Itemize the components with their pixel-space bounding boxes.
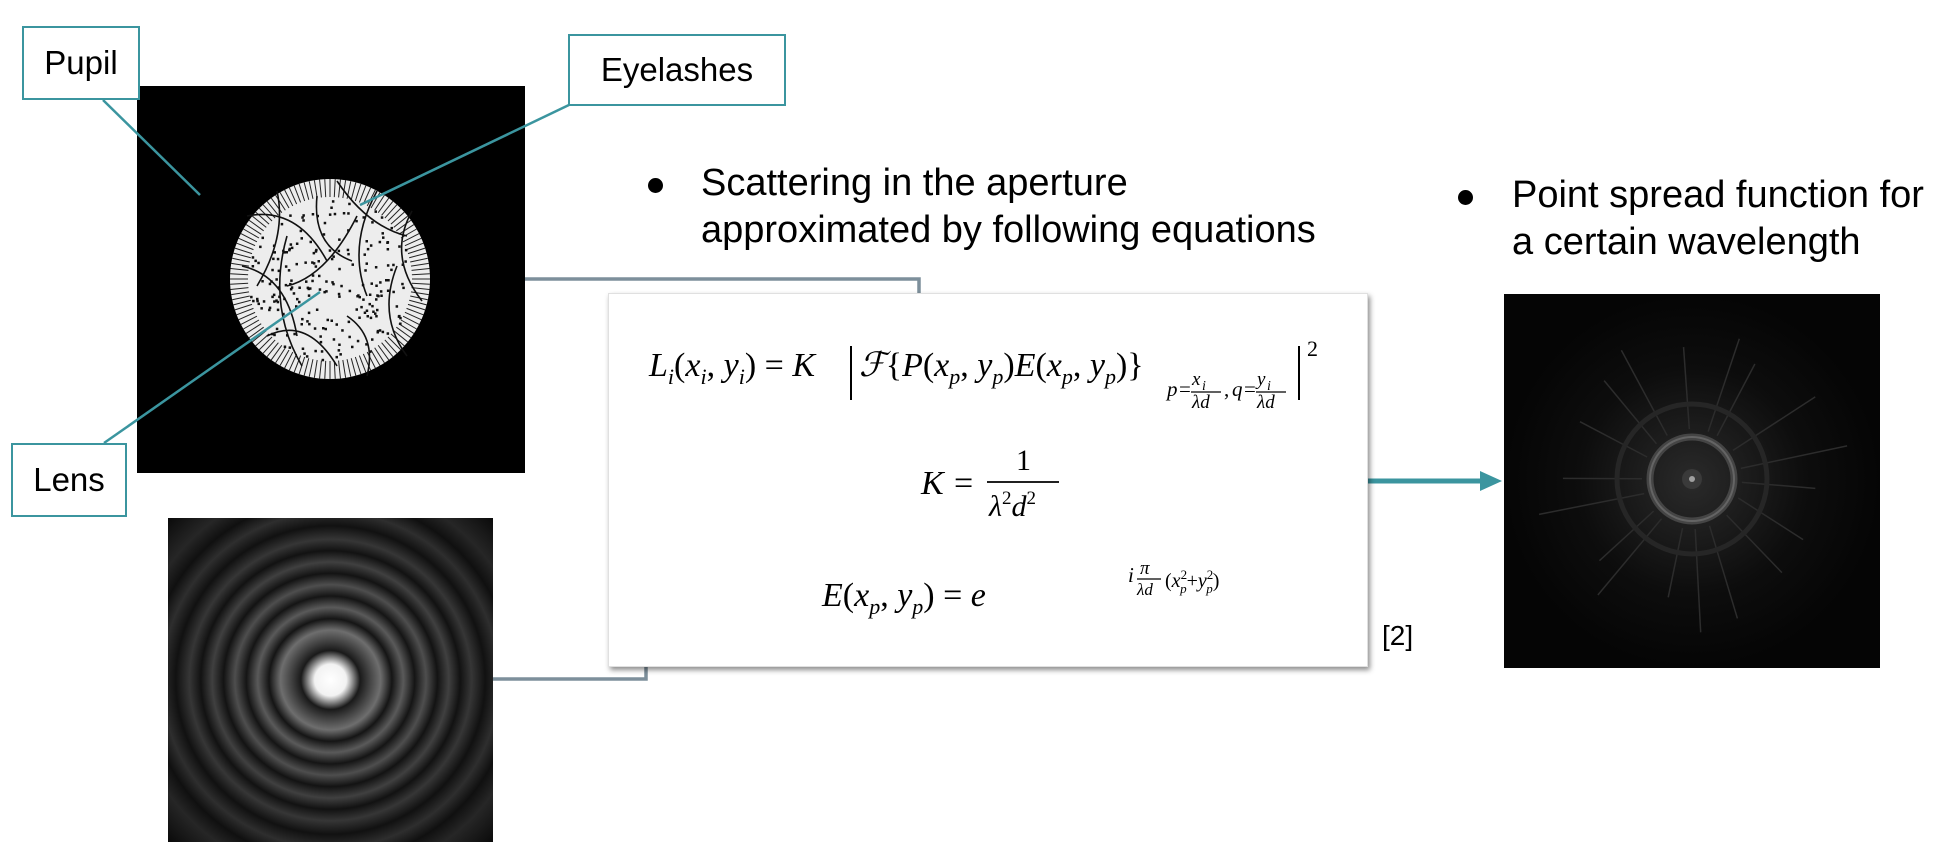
reference-citation: [2] — [1382, 620, 1414, 651]
equation-box: Li(xi, yi) = K ℱ{P(xp, yp)E(xp, yp)} p =… — [608, 293, 1368, 667]
pupil-label: Pupil — [44, 44, 118, 81]
pupil-callout-leader — [102, 99, 201, 196]
constant-k-equation: K = 1 λ2d2 — [920, 444, 1059, 523]
arrowhead — [1480, 471, 1502, 491]
svg-text:q: q — [1232, 377, 1243, 401]
psf-line-2: a certain wavelength — [1512, 221, 1861, 263]
svg-text:2: 2 — [1307, 336, 1318, 361]
pupil-aperture-image — [137, 86, 525, 473]
svg-text:y: y — [1255, 369, 1266, 390]
svg-text:1: 1 — [1016, 444, 1031, 477]
point-spread-function-image — [1504, 294, 1880, 668]
psf-bullet-dot — [1458, 190, 1473, 205]
svg-text:i: i — [1128, 563, 1134, 587]
eyelashes-label: Eyelashes — [600, 51, 754, 88]
svg-text:π: π — [1140, 558, 1150, 579]
eyelashes-callout: Eyelashes — [568, 34, 786, 106]
psf-bullet-text: Point spread function for a certain wave… — [1512, 172, 1940, 266]
svg-text:ℱ{P(xp, yp)E(xp, yp)}: ℱ{P(xp, yp)E(xp, yp)} — [859, 347, 1144, 389]
equations-rendering: Li(xi, yi) = K ℱ{P(xp, yp)E(xp, yp)} p =… — [648, 336, 1318, 619]
lens-label: Lens — [33, 461, 105, 498]
scattering-line-2: approximated by following equations — [701, 209, 1316, 251]
svg-text:=: = — [1244, 377, 1256, 401]
lens-callout-leader — [103, 290, 321, 445]
svg-text:i: i — [1202, 379, 1206, 394]
lens-airy-image — [168, 518, 493, 842]
scattering-bullet-text: Scattering in the aperture approximated … — [701, 160, 1401, 254]
scattering-bullet-dot — [648, 178, 663, 193]
svg-text:=: = — [954, 465, 973, 502]
svg-text:x: x — [1191, 369, 1201, 390]
intensity-equation: Li(xi, yi) = K ℱ{P(xp, yp)E(xp, yp)} p =… — [648, 336, 1318, 413]
svg-text:,: , — [1224, 377, 1229, 401]
pupil-callout: Pupil — [22, 26, 140, 100]
svg-text:i: i — [1267, 379, 1271, 394]
svg-text:=: = — [1179, 377, 1191, 401]
psf-line-1: Point spread function for — [1512, 174, 1924, 216]
svg-text:λd: λd — [1256, 392, 1275, 413]
svg-text:λd: λd — [1191, 392, 1210, 413]
svg-text:Li(xi, yi) = K: Li(xi, yi) = K — [648, 347, 817, 389]
svg-text:p: p — [1165, 377, 1178, 401]
svg-text:(x2p+y2p): (x2p+y2p) — [1165, 567, 1219, 596]
lens-callout: Lens — [11, 443, 127, 517]
scattering-line-1: Scattering in the aperture — [701, 162, 1128, 204]
svg-text:λ2d2: λ2d2 — [988, 488, 1036, 523]
eyelashes-callout-leader — [359, 102, 572, 207]
svg-text:E(xp, yp) = e: E(xp, yp) = e — [821, 577, 986, 619]
svg-text:λd: λd — [1136, 580, 1153, 599]
svg-text:K: K — [920, 465, 946, 502]
